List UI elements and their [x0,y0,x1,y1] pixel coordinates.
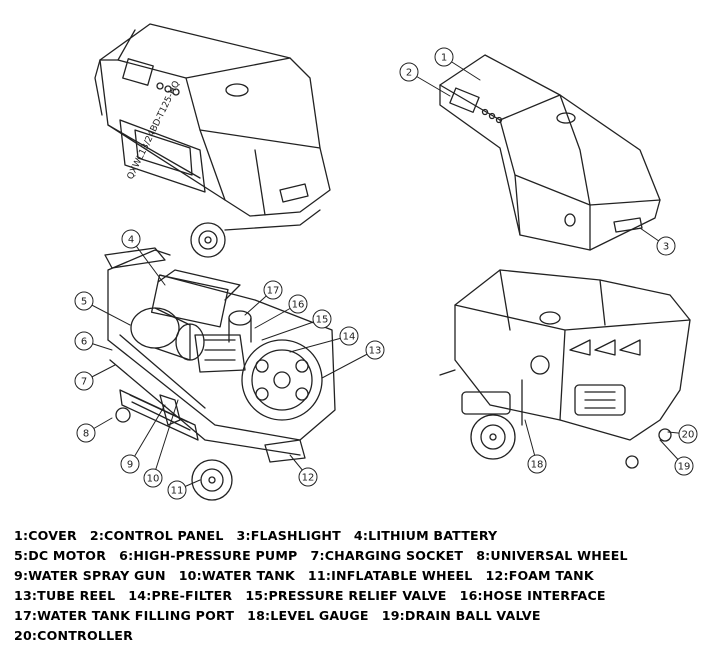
callout-number-17: 17 [267,286,280,297]
callout-circle-8 [76,423,96,443]
legend-item: 11:INFLATABLE WHEEL [307,568,473,583]
assembled-unit-view: QXWL13/24BD-T125-HQ [94,23,331,258]
legend-item: 9:WATER SPRAY GUN [14,568,166,583]
callout-number-6: 6 [81,337,87,348]
legend-item: 8:UNIVERSAL WHEEL [476,548,628,563]
callout-number-19: 19 [678,462,691,473]
legend-item: 10:WATER TANK [178,568,295,583]
legend-item: 7:CHARGING SOCKET [310,548,464,563]
cover-view [439,54,661,251]
callout-number-5: 5 [81,297,87,308]
callout-number-2: 2 [406,68,412,79]
callout-leader-14 [289,335,350,353]
callout-circle-18 [527,454,547,474]
callout-leader-10 [152,399,179,479]
callout-leaders [83,56,689,491]
callout-circle-6 [74,331,94,351]
callout-circle-12 [298,467,318,487]
callout-number-3: 3 [663,242,669,253]
callout-number-4: 4 [128,235,134,246]
battery-box [150,274,229,328]
tube-reel [241,339,323,421]
callout-leader-13 [321,349,376,379]
legend-item: 13:TUBE REEL [14,588,116,603]
equipment-diagram: QXWL13/24BD-T125-HQ [74,23,698,501]
callout-number-1: 1 [441,53,447,64]
callout-leader-9 [129,404,166,465]
callout-number-18: 18 [531,460,544,471]
legend-item: 12:FOAM TANK [485,568,594,583]
callout-circle-17 [263,280,283,300]
legend-row: 9:WATER SPRAY GUN 10:WATER TANK 11:INFLATA… [14,566,704,586]
legend-item: 18:LEVEL GAUGE [247,608,369,623]
control-panel-screen [122,58,154,86]
legend-row: 13:TUBE REEL 14:PRE-FILTER 15:PRESSURE REL… [14,586,704,606]
flashlight-slot [613,217,643,233]
callout-number-20: 20 [682,430,695,441]
legend-row: 1:COVER 2:CONTROL PANEL 3:FLASHLIGHT 4:LITH… [14,526,704,546]
rear-view [439,269,691,469]
callout-leader-4 [130,238,166,286]
cover-panel-screen [449,87,480,113]
callout-circle-9 [120,454,140,474]
callout-circle-11 [167,480,187,500]
legend-item: 6:HIGH-PRESSURE PUMP [119,548,298,563]
rear-wheel [470,414,516,460]
callout-circle-5 [74,291,94,311]
legend-row: 17:WATER TANK FILLING PORT 18:LEVEL GAUGE… [14,606,704,626]
callout-number-13: 13 [369,346,382,357]
level-gauge [530,355,550,375]
callout-circle-7 [74,371,94,391]
callout-number-8: 8 [83,429,89,440]
wheel-icon [190,222,226,258]
callout-number-9: 9 [127,460,133,471]
callout-circle-2 [399,62,419,82]
legend-item: 19:DRAIN BALL VALVE [381,608,541,623]
callout-number-15: 15 [316,315,329,326]
legend-item: 5:DC MOTOR [14,548,107,563]
legend-item: 2:CONTROL PANEL [89,528,224,543]
model-label: QXWL13/24BD-T125-HQ [126,79,183,181]
callout-number-11: 11 [171,486,184,497]
legend-item: 3:FLASHLIGHT [236,528,341,543]
callout-circle-13 [365,340,385,360]
inflatable-wheel [191,459,233,501]
callout-number-16: 16 [292,300,305,311]
callout-number-12: 12 [302,473,315,484]
parts-legend: 1:COVER 2:CONTROL PANEL 3:FLASHLIGHT 4:LITH… [14,526,704,646]
callout-circle-14 [339,326,359,346]
legend-row: 5:DC MOTOR 6:HIGH-PRESSURE PUMP 7:CHARGING… [14,546,704,566]
callout-circle-19 [674,456,694,476]
callout-number-10: 10 [147,474,160,485]
legend-item: 20:CONTROLLER [14,628,133,643]
legend-item: 1:COVER [14,528,77,543]
legend-item: 15:PRESSURE RELIEF VALVE [245,588,447,603]
legend-item: 14:PRE-FILTER [128,588,233,603]
callout-circle-10 [143,468,163,488]
callout-circle-1 [434,47,454,67]
interior-view [104,247,336,501]
legend-item: 16:HOSE INTERFACE [459,588,606,603]
legend-row: 20:CONTROLLER [14,626,704,646]
callout-circle-4 [121,229,141,249]
callout-circle-15 [312,309,332,329]
callout-number-14: 14 [343,332,356,343]
callout-leader-15 [261,318,323,341]
callout-circle-16 [288,294,308,314]
legend-item: 4:LITHIUM BATTERY [353,528,498,543]
dc-motor [130,307,180,349]
callout-circle-3 [656,236,676,256]
callout-number-7: 7 [81,377,87,388]
legend-item: 17:WATER TANK FILLING PORT [14,608,235,623]
callout-circle-20 [678,424,698,444]
